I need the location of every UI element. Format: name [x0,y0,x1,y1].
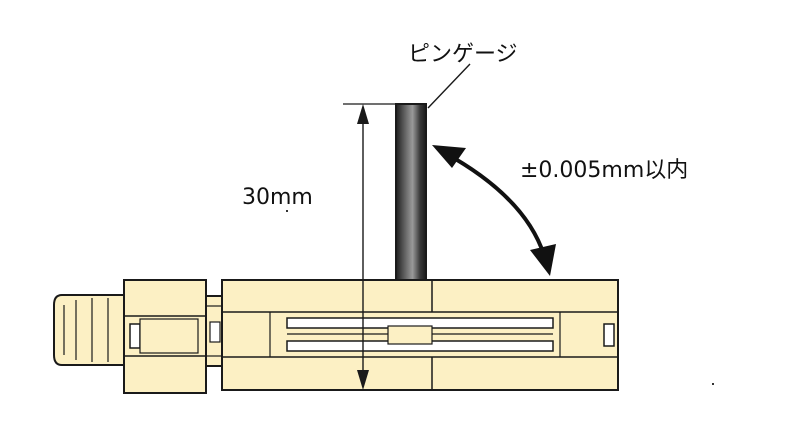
height-label: 30mm [242,185,313,210]
handle-knob [53,294,127,366]
tolerance-arrow [432,145,556,276]
height-dimension [343,103,395,390]
tolerance-label: ±0.005mm以内 [520,158,689,183]
guide-slots [286,317,615,352]
left-block [123,279,207,394]
pin-gauge-label: ピンゲージ [408,42,518,67]
speck-mark [712,383,714,385]
pin-gauge [395,103,427,281]
speck-mark [286,210,288,212]
pin-gauge-leader [427,63,471,109]
